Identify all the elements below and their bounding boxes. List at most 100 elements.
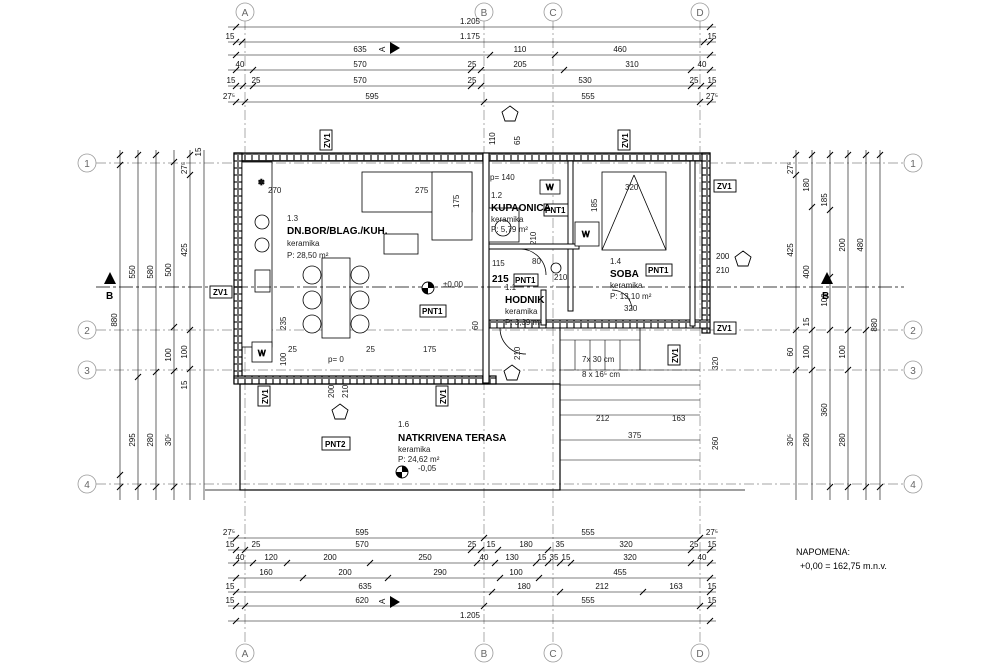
axis-1-right: 1 [910, 159, 916, 170]
toilet-label: W [546, 183, 554, 192]
svg-text:ZV1: ZV1 [213, 288, 228, 297]
room-terrace: 1.6 NATKRIVENA TERASA keramika P: 24,62 … [398, 420, 506, 464]
svg-text:PNT2: PNT2 [325, 440, 346, 449]
dim-bottom: 180 [519, 540, 533, 549]
svg-text:185: 185 [590, 198, 599, 212]
dim-right: 280 [802, 433, 811, 447]
furniture: W W W ✱ [241, 161, 667, 363]
room-hallway: 1.1 HODNIK keramika P: 3,39 m² [505, 283, 545, 327]
stove-burner [254, 237, 270, 253]
dim-left: 580 [146, 265, 155, 279]
section-b-left: B [106, 291, 113, 302]
dim-right: 100 [820, 293, 829, 307]
wardrobe [574, 221, 600, 247]
dim-right: 15 [802, 317, 811, 326]
basin [494, 219, 512, 237]
svg-text:1.2: 1.2 [491, 191, 503, 200]
svg-text:SOBA: SOBA [610, 269, 639, 280]
dim-bottom: 455 [613, 568, 627, 577]
dim-bottom: 160 [259, 568, 273, 577]
dim-top: 1.205 [460, 17, 481, 26]
wardrobe-label: W [582, 230, 590, 239]
svg-text:keramika: keramika [491, 215, 524, 224]
dim-bottom: 163 [669, 582, 683, 591]
dim-left: 30⁵ [164, 434, 173, 446]
dim-left: 500 [164, 263, 173, 277]
svg-text:ZV1: ZV1 [671, 348, 680, 363]
door-swing [519, 248, 547, 276]
dim-bottom: 200 [338, 568, 352, 577]
axis-1-left: 1 [84, 159, 90, 170]
dim-top: 595 [365, 92, 379, 101]
svg-text:PNT1: PNT1 [545, 206, 566, 215]
dim-right: 30⁵ [786, 434, 795, 446]
dim-bottom: 320 [619, 540, 633, 549]
room-bedroom: 1.4 SOBA keramika P: 13,10 m² [610, 257, 652, 301]
zv1-tag: ZV1 [435, 385, 449, 407]
svg-text:P: 5,79 m²: P: 5,79 m² [491, 225, 528, 234]
dim-top: 40 [698, 60, 707, 69]
dim-bottom: 15 [708, 582, 717, 591]
svg-text:1.4: 1.4 [610, 257, 622, 266]
pnt1-tag: PNT1 [419, 304, 447, 318]
right-dimension-values: 27⁵ 425 60 30⁵ 180 400 15 100 280 185 10… [786, 162, 879, 447]
svg-text:175: 175 [423, 345, 437, 354]
level-markers: ±0,00 -0,05 [395, 280, 464, 479]
svg-text:PNT1: PNT1 [515, 276, 536, 285]
section-arrow-a-top [390, 42, 400, 54]
dim-bottom: 250 [418, 553, 432, 562]
zv1-tag: ZV1 [319, 129, 333, 151]
pnt2-tag: PNT2 [321, 436, 351, 451]
section-arrow-a-bottom [390, 596, 400, 608]
stove-burner [254, 214, 270, 230]
zv1-tag: ZV1 [713, 179, 737, 193]
right-dimension-lines [792, 150, 884, 500]
dim-bottom: 212 [595, 582, 609, 591]
dim-top: 25 [252, 76, 261, 85]
dim-top: 15 [226, 32, 235, 41]
washer-label: W [258, 349, 266, 358]
svg-text:210: 210 [554, 273, 568, 282]
svg-text:P: 24,62 m²: P: 24,62 m² [398, 455, 440, 464]
svg-text:260: 260 [711, 436, 720, 450]
dim-top: 25 [468, 76, 477, 85]
chair [302, 265, 322, 285]
dim-right: 100 [802, 345, 811, 359]
svg-text:115: 115 [492, 259, 505, 268]
dim-right: 400 [802, 265, 811, 279]
dim-bottom: 635 [358, 582, 372, 591]
svg-text:270: 270 [268, 186, 282, 195]
star-symbol: ✱ [258, 178, 265, 187]
dim-right: 100 [838, 345, 847, 359]
dim-top: 15 [708, 32, 717, 41]
svg-text:200: 200 [327, 384, 336, 398]
axis-4-right: 4 [910, 480, 916, 491]
zv1-tag: ZV1 [667, 344, 681, 366]
zv1-tag: ZV1 [617, 129, 631, 151]
bottom-dimension-lines [228, 534, 716, 625]
note-block: NAPOMENA: +0,00 = 162,75 m.n.v. [796, 547, 887, 571]
dim-bottom: 40 [698, 553, 707, 562]
room-labels: 1.3 DN.BOR/BLAG./KUH. keramika P: 28,50 … [287, 191, 652, 464]
axis-2-left: 2 [84, 326, 90, 337]
axis-b-bottom: B [481, 649, 488, 660]
dim-right: 280 [838, 433, 847, 447]
svg-text:210: 210 [341, 384, 350, 398]
dim-right: 880 [870, 318, 879, 332]
svg-text:320: 320 [711, 356, 720, 370]
dim-bottom: 555 [581, 596, 595, 605]
pnt1-tag: PNT1 [543, 203, 569, 217]
dim-top: 570 [353, 60, 367, 69]
bed [601, 171, 667, 251]
svg-text:200: 200 [716, 252, 730, 261]
svg-text:PNT1: PNT1 [648, 266, 669, 275]
dim-bottom: 130 [505, 553, 519, 562]
walls [205, 152, 745, 491]
dim-bottom: 120 [264, 553, 278, 562]
chair [302, 314, 322, 334]
dim-bottom: 25 [690, 540, 699, 549]
dim-bottom: 180 [517, 582, 531, 591]
washer [251, 341, 273, 363]
axis-c-bottom: C [549, 649, 556, 660]
